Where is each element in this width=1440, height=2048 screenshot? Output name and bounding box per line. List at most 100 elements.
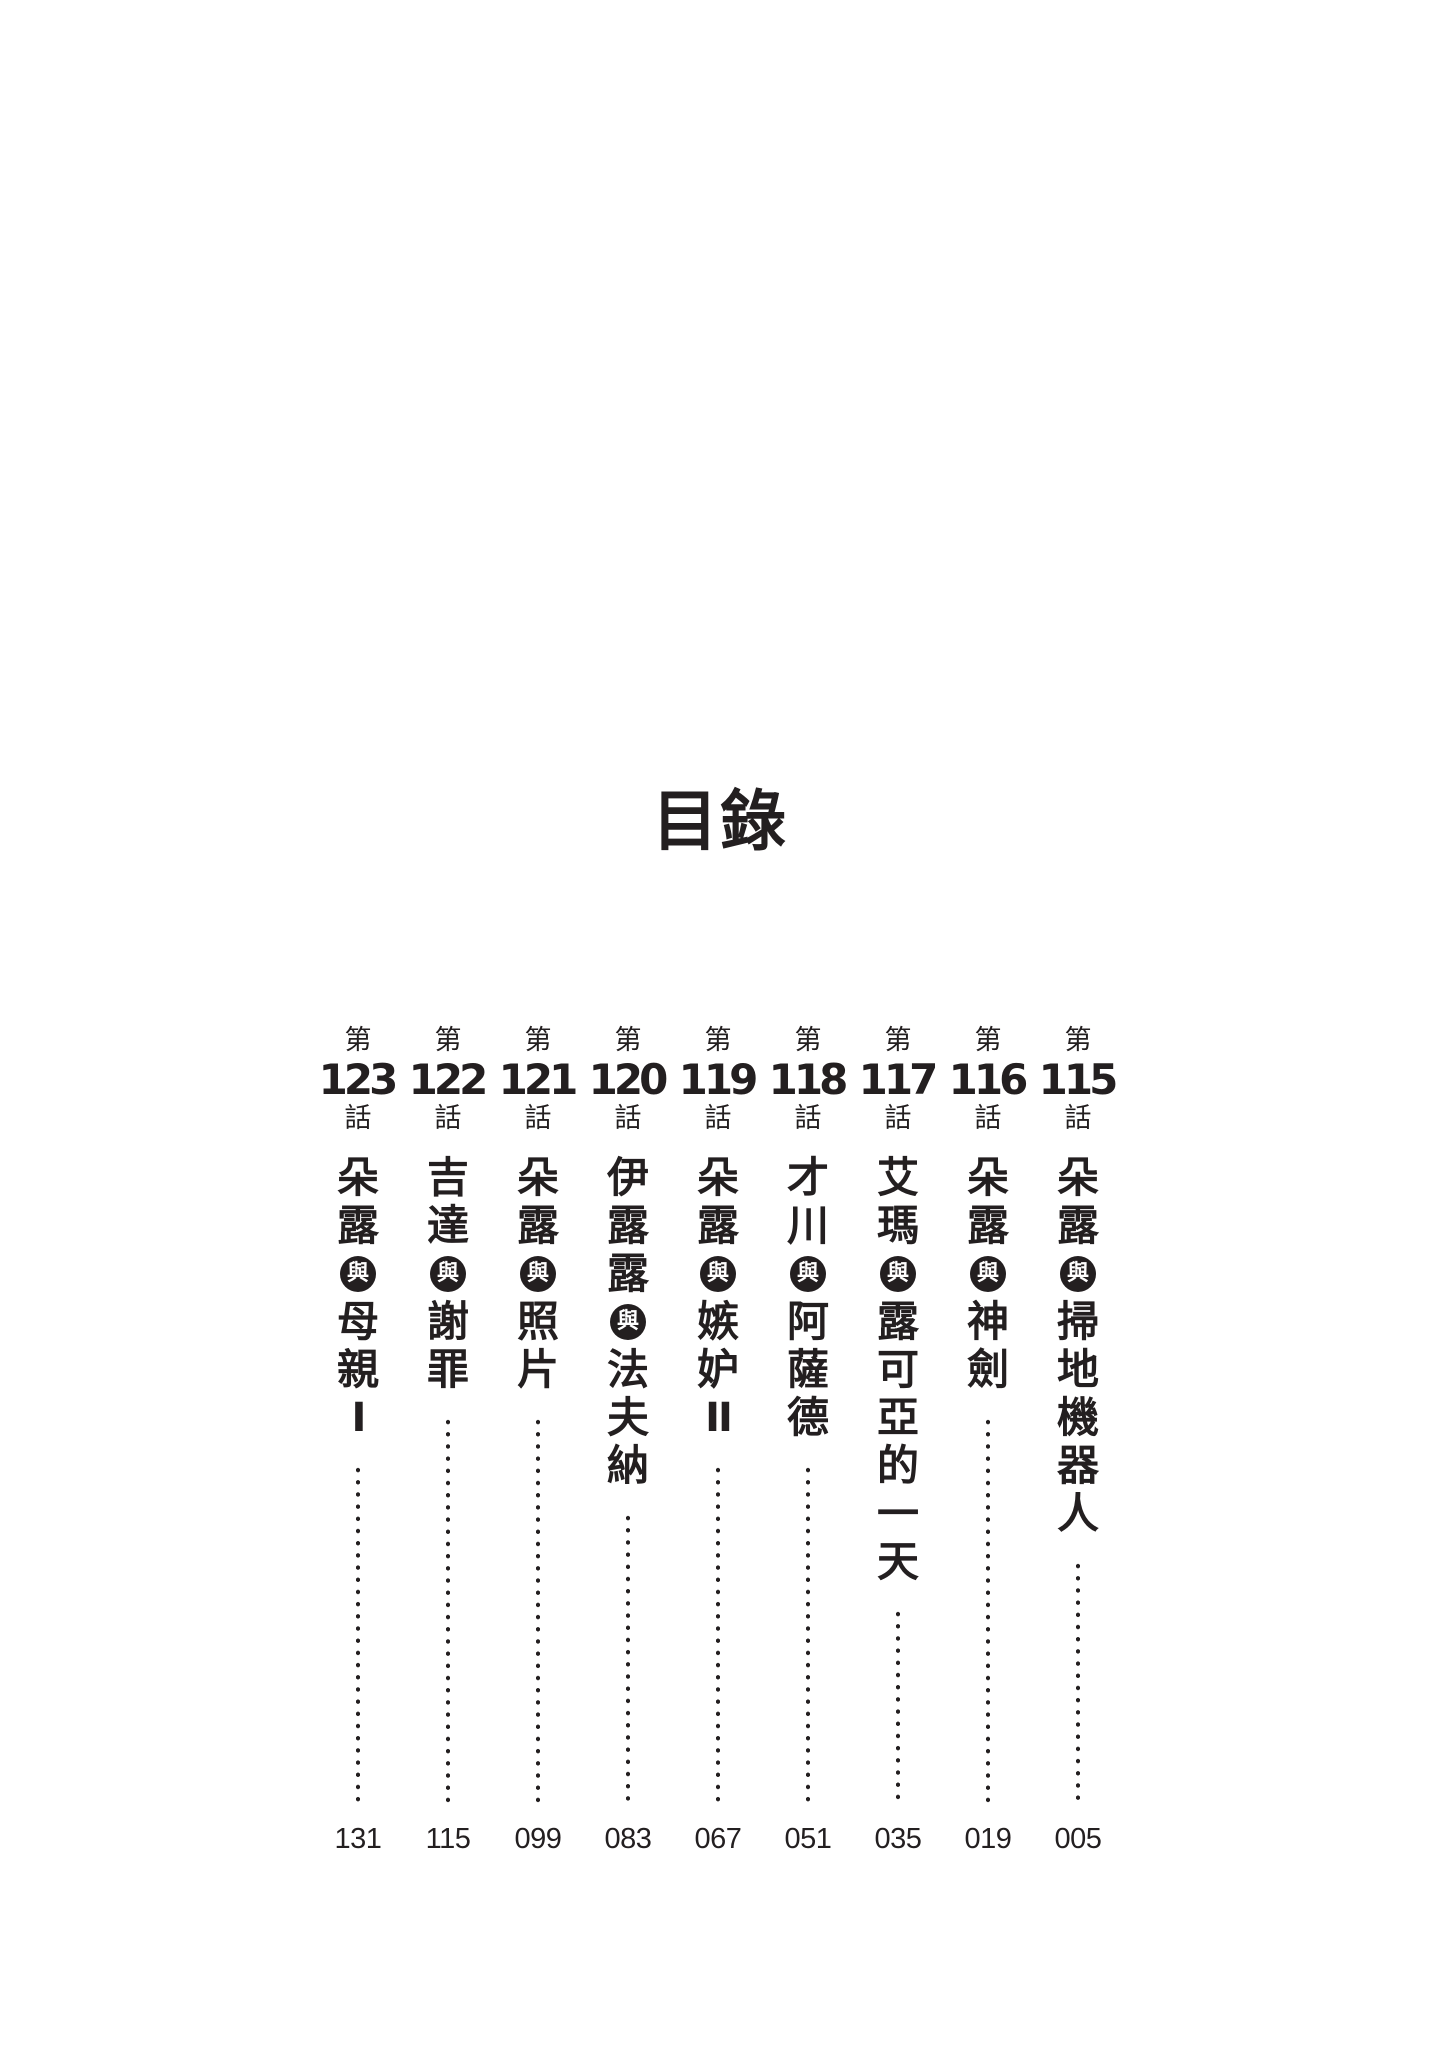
- chapter-suffix: 話: [1064, 1103, 1092, 1134]
- chapter-prefix: 第: [884, 1025, 912, 1056]
- title-char: 地: [1056, 1345, 1099, 1394]
- with-badge-icon: 與: [964, 1250, 1012, 1298]
- leader-dots: [446, 1416, 450, 1804]
- chapter-number: 119: [678, 1055, 759, 1104]
- with-badge-icon: 與: [334, 1250, 382, 1298]
- chapter-suffix: 話: [524, 1103, 552, 1134]
- page-number: 035: [874, 1823, 922, 1855]
- title-char: 劍: [966, 1345, 1009, 1394]
- title-char: 露: [876, 1297, 919, 1346]
- title-char: I: [351, 1395, 367, 1441]
- page-title: 目錄: [652, 783, 788, 860]
- with-badge-icon: 與: [514, 1250, 562, 1298]
- title-char: 罪: [426, 1345, 469, 1394]
- leader-dots: [536, 1416, 540, 1804]
- chapter-number: 117: [858, 1055, 939, 1104]
- title-char: 謝: [426, 1297, 469, 1346]
- title-char: 朵: [966, 1153, 1009, 1202]
- leader-dots: [626, 1512, 630, 1804]
- title-char: 亞: [876, 1393, 919, 1442]
- title-char: 母: [336, 1297, 379, 1346]
- title-char: 露: [606, 1201, 649, 1250]
- page-number: 019: [964, 1823, 1012, 1855]
- chapter-prefix: 第: [974, 1025, 1002, 1056]
- chapter-prefix: 第: [344, 1025, 372, 1056]
- title-char: 人: [1056, 1489, 1099, 1538]
- title-char: 伊: [606, 1153, 649, 1202]
- with-badge-icon: 與: [784, 1250, 832, 1298]
- with-badge-icon: 與: [424, 1250, 472, 1298]
- title-char: 神: [966, 1297, 1009, 1346]
- page-number: 099: [514, 1823, 562, 1855]
- chapter-prefix: 第: [1064, 1025, 1092, 1056]
- chapter-title: 朵露與照片: [514, 1154, 562, 1394]
- title-char: 天: [876, 1537, 919, 1586]
- title-char: 一: [876, 1489, 919, 1538]
- title-char: 朵: [696, 1153, 739, 1202]
- title-char: 吉: [426, 1153, 469, 1202]
- title-char: 露: [336, 1201, 379, 1250]
- title-char: 艾: [876, 1153, 919, 1202]
- chapter-number: 115: [1038, 1055, 1119, 1104]
- page-number: 005: [1054, 1823, 1102, 1855]
- with-badge-icon: 與: [1054, 1250, 1102, 1298]
- leader-dots: [716, 1464, 720, 1804]
- chapter-prefix: 第: [524, 1025, 552, 1056]
- title-char: 阿: [786, 1297, 829, 1346]
- title-char: 納: [606, 1441, 649, 1490]
- title-char: 嫉: [696, 1297, 739, 1346]
- chapter-prefix: 第: [614, 1025, 642, 1056]
- title-char: 法: [606, 1345, 649, 1394]
- chapter-title: 吉達與謝罪: [424, 1154, 472, 1394]
- leader-dots: [986, 1416, 990, 1804]
- chapter-title: 才川與阿薩德: [784, 1154, 832, 1442]
- page-number: 083: [604, 1823, 652, 1855]
- title-char: 片: [516, 1345, 559, 1394]
- title-char: 德: [786, 1393, 829, 1442]
- chapter-title: 朵露與掃地機器人: [1054, 1154, 1102, 1538]
- chapter-title: 朵露與神劍: [964, 1154, 1012, 1394]
- title-char: 朵: [1056, 1153, 1099, 1202]
- title-char: 才: [786, 1153, 829, 1202]
- with-badge-icon: 與: [874, 1250, 922, 1298]
- chapter-suffix: 話: [614, 1103, 642, 1134]
- chapter-suffix: 話: [344, 1103, 372, 1134]
- title-char: 川: [786, 1201, 829, 1250]
- chapter-suffix: 話: [974, 1103, 1002, 1134]
- title-char: 機: [1056, 1393, 1099, 1442]
- chapter-prefix: 第: [434, 1025, 462, 1056]
- page-number: 131: [334, 1823, 382, 1855]
- title-char: 露: [966, 1201, 1009, 1250]
- chapter-number: 122: [408, 1055, 489, 1104]
- leader-dots: [896, 1608, 900, 1804]
- chapter-number: 121: [498, 1055, 579, 1104]
- chapter-number: 123: [318, 1055, 399, 1104]
- leader-dots: [356, 1464, 360, 1804]
- title-char: 掃: [1056, 1297, 1099, 1346]
- chapter-suffix: 話: [434, 1103, 462, 1134]
- chapter-number: 118: [768, 1055, 849, 1104]
- chapter-suffix: 話: [794, 1103, 822, 1134]
- chapter-title: 伊露露與法夫納: [604, 1154, 652, 1490]
- title-char: 親: [336, 1345, 379, 1394]
- title-char: 夫: [606, 1393, 649, 1442]
- title-char: II: [705, 1395, 733, 1441]
- title-char: 露: [606, 1249, 649, 1298]
- page-number: 067: [694, 1823, 742, 1855]
- with-badge-icon: 與: [604, 1298, 652, 1346]
- chapter-number: 120: [588, 1055, 669, 1104]
- title-char: 器: [1056, 1441, 1099, 1490]
- title-char: 達: [426, 1201, 469, 1250]
